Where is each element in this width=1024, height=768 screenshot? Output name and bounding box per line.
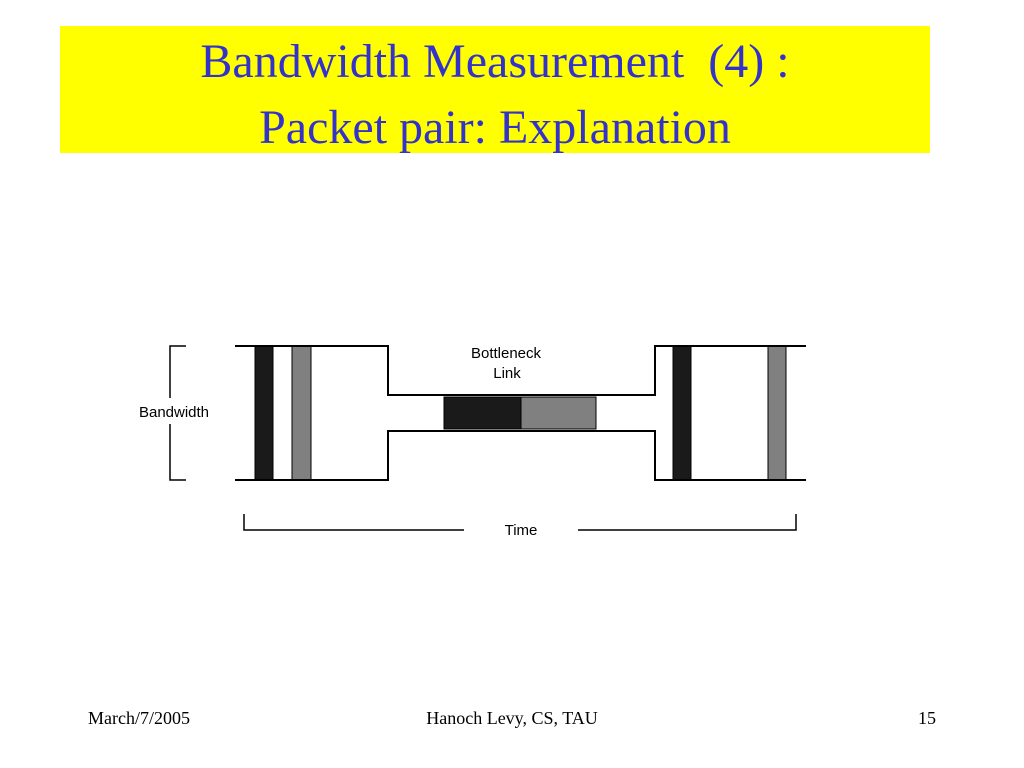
time-bracket-right (578, 514, 797, 531)
time-label: Time (505, 522, 538, 539)
bottleneck-packet-2 (520, 396, 597, 430)
bandwidth-label-bg (128, 398, 220, 424)
right-packet-1 (672, 345, 692, 481)
slide-title-line-1: Bandwidth Measurement (4) : (200, 35, 790, 88)
pipe-top-outline (235, 345, 806, 396)
pipe-bottom-outline (235, 430, 806, 481)
bottleneck-label-line-1: Bottleneck (471, 345, 542, 362)
bottleneck-packet-1 (443, 396, 522, 430)
footer-date: March/7/2005 (88, 708, 190, 728)
left-packet-2 (291, 345, 312, 481)
right-packet-2 (767, 345, 787, 481)
page-number: 15 (918, 708, 936, 728)
slide-title-line-2: Packet pair: Explanation (259, 101, 731, 154)
footer-author: Hanoch Levy, CS, TAU (426, 708, 598, 728)
time-bracket-left (243, 514, 464, 531)
bottleneck-label-line-2: Link (493, 365, 521, 382)
bandwidth-label: Bandwidth (139, 404, 209, 421)
left-packet-1 (254, 345, 274, 481)
title-banner: Bandwidth Measurement (4) : Packet pair:… (60, 26, 930, 153)
